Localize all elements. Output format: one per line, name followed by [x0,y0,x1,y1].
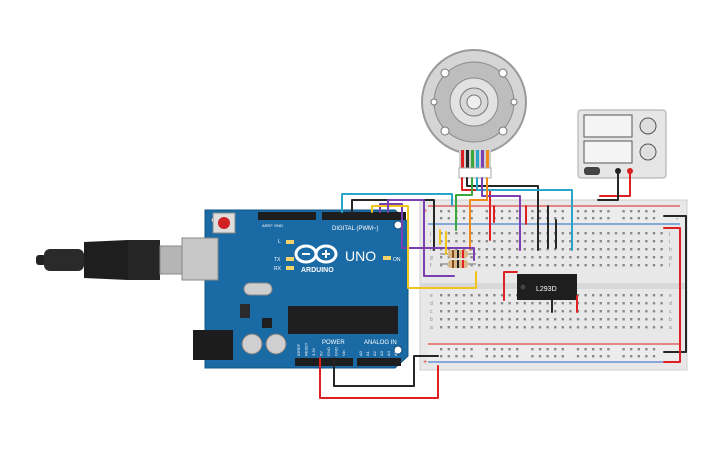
row-label-e-0: e [430,293,433,299]
row-label-c-0: c [430,309,433,315]
wire-yellow-digital [371,205,477,289]
row-label-a-0: a [430,325,433,331]
row-label-f-0: f [430,263,432,269]
atmega-chip [288,306,398,334]
power-label: POWER [322,340,345,346]
on-label: ON [393,257,401,263]
dc-motor[interactable] [421,49,527,179]
gnd-label: GND [274,223,283,228]
wire-red-ic-left [503,271,518,301]
power-pin-label-6: Vin [341,350,346,356]
rail-plus-top: + [423,208,427,215]
reset-button[interactable] [218,217,230,229]
wire-motor-cyan [476,177,573,251]
row-label-b-1: b [669,317,672,323]
row-label-j-1: j [668,231,670,237]
row-label-i-0: i [430,239,431,245]
led-rx-label: RX [274,266,282,272]
row-label-f-1: f [669,263,671,269]
row-label-j-0: j [429,231,431,237]
led-l-label: L [278,239,281,245]
arduino-uno-board[interactable]: UNO ARDUINO DIGITAL (PWM~) L TX RX ON AR… [181,209,409,369]
wire-purple-2 [387,199,455,277]
power-pin-label-1: RESET [304,342,309,356]
wire-gnd-black [333,355,439,387]
usb-port [181,237,219,281]
brand-label: ARDUINO [301,267,334,274]
rail-plus-bottom: + [423,359,427,366]
rail-minus-top: - [676,216,679,223]
ic-label: L293D [536,286,557,293]
wire-motor-orange [469,177,488,251]
wire-motor-black [466,177,539,251]
analog-label: ANALOG IN [364,340,397,346]
row-label-g-0: g [430,255,433,261]
wire-ps-black [597,170,619,201]
analog-pin-label-0: A0 [358,350,363,356]
analog-pin-label-1: A1 [365,350,370,356]
wire-rail-black-right [663,215,687,353]
current-knob-icon[interactable] [639,143,657,161]
power-supply[interactable] [577,109,667,179]
row-label-c-1: c [669,309,672,315]
l293d-driver-ic[interactable]: L293D [517,274,577,300]
board-model-label: UNO [345,248,376,264]
arduino-logo-icon [294,244,338,264]
wire-5v-red [319,357,439,399]
wires[interactable] [319,170,687,399]
power-pin-label-3: 5V [319,351,324,356]
led-tx-label: TX [274,257,281,263]
power-pin-label-5: GND [334,347,339,356]
power-pin-label-4: GND [326,347,331,356]
wire-motor-green [455,177,473,231]
row-label-d-1: d [669,301,672,307]
analog-pin-label-3: A3 [379,350,384,356]
analog-pin-label-4: A4 [386,350,391,356]
aref-label: AREF [262,223,273,228]
row-label-b-0: b [430,317,433,323]
wire-rail-red-right [663,227,681,363]
resistor-2[interactable] [440,260,476,268]
row-label-a-1: a [669,325,672,331]
digital-label: DIGITAL (PWM~) [332,226,379,232]
row-label-i-1: i [669,239,670,245]
row-label-d-0: d [430,301,433,307]
power-pin-label-2: 3.3V [311,347,316,356]
row-label-h-0: h [430,247,433,253]
power-jack [193,330,233,360]
row-label-h-1: h [669,247,672,253]
wire-cyan-digital [341,193,453,213]
wire-ps-red [599,170,631,197]
row-label-g-1: g [669,255,672,261]
power-pin-label-0: IOREF [296,343,301,356]
row-label-e-1: e [669,293,672,299]
voltage-knob-icon[interactable] [639,117,657,135]
analog-pin-label-5: A5 [393,350,398,356]
wire-motor-purple [481,177,521,251]
analog-pin-label-2: A2 [372,350,377,356]
